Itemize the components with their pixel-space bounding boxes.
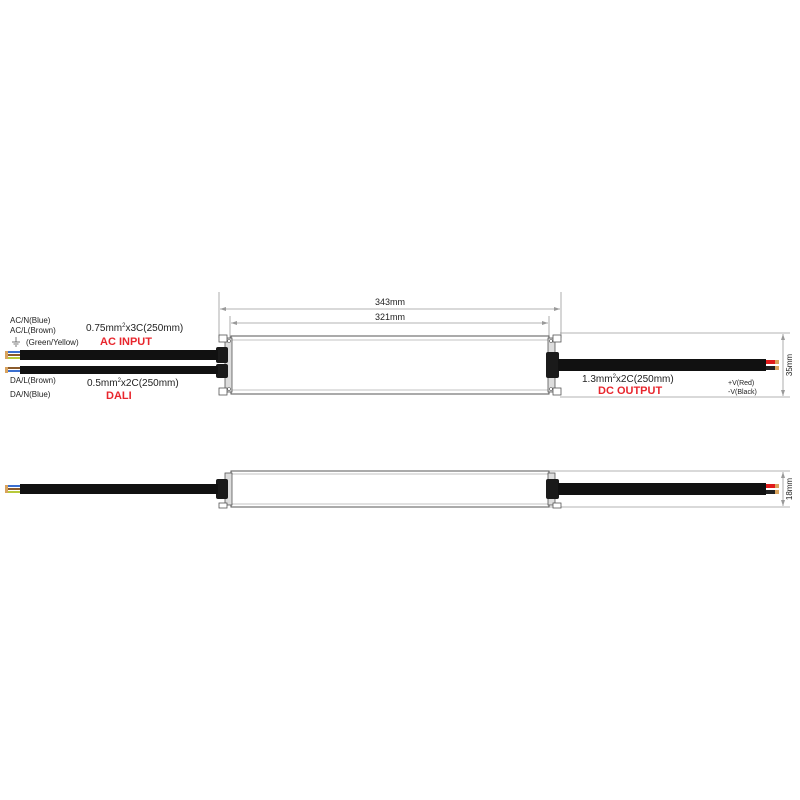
dc-positive-wire-label: +V(Red) <box>728 380 754 387</box>
ac-l-wire-label: AC/L(Brown) <box>10 326 56 335</box>
dimension-body-length-label: 321mm <box>375 312 405 322</box>
dimension-width <box>560 332 790 398</box>
ac-cable-spec: 0.75mm2x3C(250mm) <box>86 323 183 334</box>
dc-negative-wire-label: -V(Black) <box>728 389 757 396</box>
dimension-height-label: 18mm <box>785 478 794 501</box>
dimension-height <box>549 470 790 508</box>
dali-cable <box>5 366 218 374</box>
side-right-gland <box>546 479 559 499</box>
housing-body <box>230 335 550 395</box>
side-left-gland <box>216 479 228 499</box>
ac-cable-gland <box>216 347 228 363</box>
side-right-cable <box>558 483 779 495</box>
dimension-body-length <box>229 316 550 340</box>
dimension-overall-length <box>218 292 562 338</box>
top-view: 343mm 321mm 35mm <box>5 292 794 402</box>
side-view: 18mm <box>5 470 794 509</box>
housing-side <box>230 470 550 508</box>
dimension-overall-length-label: 343mm <box>375 297 405 307</box>
ac-ground-wire-label: (Green/Yellow) <box>26 338 79 347</box>
dali-n-wire-label: DA/N(Blue) <box>10 390 51 399</box>
dc-cable-gland <box>546 352 559 378</box>
dc-cable-spec: 1.3mm2x2C(250mm) <box>582 374 674 385</box>
side-left-cable <box>5 484 218 494</box>
dali-l-wire-label: DA/L(Brown) <box>10 376 56 385</box>
ac-n-wire-label: AC/N(Blue) <box>10 316 51 325</box>
dali-cable-gland <box>216 364 228 378</box>
dc-output-title: DC OUTPUT <box>598 385 662 397</box>
dali-title: DALI <box>106 390 132 402</box>
dimension-width-label: 35mm <box>785 354 794 377</box>
dali-cable-spec: 0.5mm2x2C(250mm) <box>87 378 179 389</box>
ac-input-title: AC INPUT <box>100 336 152 348</box>
dc-output-cable <box>558 359 779 371</box>
ac-input-cable <box>5 350 218 360</box>
ground-icon <box>12 337 20 347</box>
